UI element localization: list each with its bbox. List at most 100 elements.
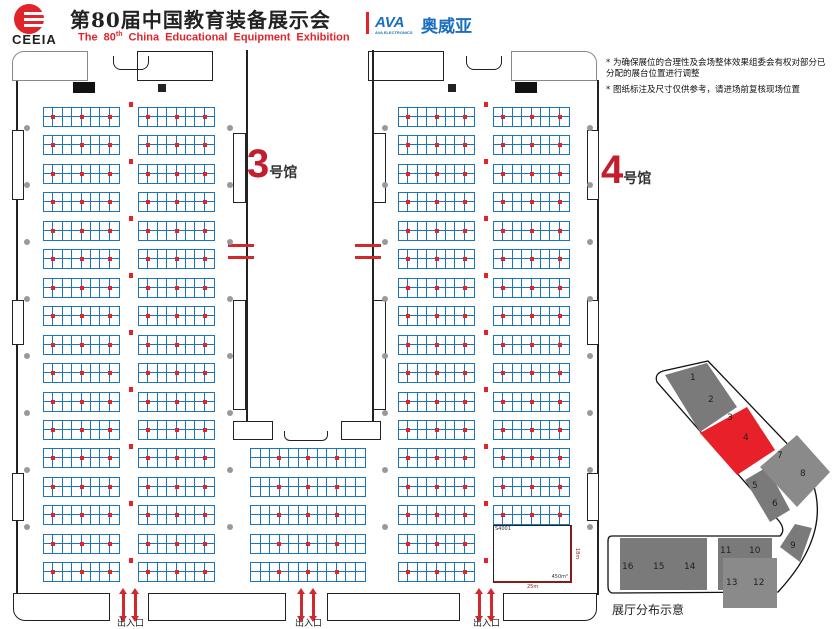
booth-cell[interactable] [464,336,474,345]
booth-cell[interactable] [158,458,168,467]
booth-cell[interactable] [109,449,119,458]
booth-cell[interactable] [157,563,168,572]
booth-cell[interactable] [157,478,168,487]
booth-block[interactable] [43,192,120,212]
booth-cell[interactable] [550,108,560,117]
booth-cell[interactable] [53,174,63,183]
booth-cell[interactable] [100,250,110,259]
booth-cell[interactable] [455,506,465,515]
booth-cell[interactable] [109,307,119,316]
booth-block[interactable] [250,534,366,554]
booth-cell[interactable] [157,393,168,402]
booth-cell[interactable] [148,231,158,240]
booth-cell[interactable] [408,202,418,211]
booth-cell[interactable] [82,202,91,211]
booth-cell[interactable] [109,279,119,288]
booth-cell[interactable] [139,117,149,126]
booth-cell[interactable] [550,430,560,439]
booth-cell[interactable] [513,345,523,354]
booth-cell[interactable] [464,364,474,373]
booth-block[interactable] [493,477,570,497]
booth-cell[interactable] [532,174,541,183]
booth-cell[interactable] [550,458,560,467]
booth-cell[interactable] [455,515,465,524]
booth-cell[interactable] [81,193,91,202]
booth-cell[interactable] [399,336,409,345]
booth-cell[interactable] [148,288,158,297]
booth-cell[interactable] [437,259,446,268]
booth-cell[interactable] [427,259,437,268]
booth-cell[interactable] [100,202,110,211]
booth-cell[interactable] [81,563,91,572]
booth-cell[interactable] [559,279,569,288]
booth-cell[interactable] [445,535,456,544]
booth-cell[interactable] [522,515,532,524]
booth-cell[interactable] [417,307,428,316]
booth-cell[interactable] [427,535,437,544]
booth-cell[interactable] [446,259,456,268]
booth-cell[interactable] [167,487,177,496]
booth-cell[interactable] [512,136,523,145]
booth-cell[interactable] [408,487,418,496]
booth-cell[interactable] [559,108,569,117]
booth-block[interactable] [43,392,120,412]
booth-cell[interactable] [455,136,465,145]
booth-cell[interactable] [531,193,541,202]
booth-cell[interactable] [280,544,289,553]
booth-cell[interactable] [531,364,541,373]
booth-cell[interactable] [204,136,214,145]
booth-cell[interactable] [455,288,465,297]
booth-cell[interactable] [195,449,205,458]
booth-cell[interactable] [541,458,551,467]
booth-cell[interactable] [139,108,149,117]
booth-cell[interactable] [82,145,91,154]
booth-cell[interactable] [437,231,446,240]
booth-cell[interactable] [446,145,456,154]
booth-cell[interactable] [318,487,327,496]
booth-cell[interactable] [532,458,541,467]
booth-cell[interactable] [44,544,54,553]
booth-cell[interactable] [522,231,532,240]
booth-block[interactable] [398,363,475,383]
booth-cell[interactable] [148,544,158,553]
booth-cell[interactable] [195,458,205,467]
booth-cell[interactable] [195,136,205,145]
booth-cell[interactable] [139,279,149,288]
booth-cell[interactable] [550,336,560,345]
booth-cell[interactable] [550,174,560,183]
booth-block[interactable] [250,505,366,525]
booth-cell[interactable] [503,250,513,259]
booth-cell[interactable] [139,364,149,373]
booth-cell[interactable] [139,336,149,345]
booth-cell[interactable] [346,449,356,458]
booth-cell[interactable] [195,544,205,553]
booth-block[interactable] [250,562,366,582]
booth-block[interactable] [493,192,570,212]
booth-cell[interactable] [90,364,101,373]
booth-cell[interactable] [204,478,214,487]
booth-cell[interactable] [185,421,196,430]
booth-cell[interactable] [157,250,168,259]
booth-cell[interactable] [298,563,308,572]
booth-cell[interactable] [522,421,532,430]
booth-cell[interactable] [100,402,110,411]
booth-cell[interactable] [522,288,532,297]
booth-cell[interactable] [148,174,158,183]
booth-cell[interactable] [503,430,513,439]
booth-cell[interactable] [399,316,409,325]
booth-cell[interactable] [44,572,54,581]
booth-cell[interactable] [195,393,205,402]
booth-cell[interactable] [185,336,196,345]
booth-cell[interactable] [540,165,551,174]
booth-cell[interactable] [327,487,337,496]
booth-cell[interactable] [72,108,82,117]
booth-cell[interactable] [100,231,110,240]
booth-cell[interactable] [399,402,409,411]
booth-cell[interactable] [185,506,196,515]
booth-cell[interactable] [91,345,101,354]
booth-cell[interactable] [464,421,474,430]
booth-cell[interactable] [158,117,168,126]
booth-cell[interactable] [513,430,523,439]
booth-block[interactable] [43,249,120,269]
booth-cell[interactable] [464,279,474,288]
